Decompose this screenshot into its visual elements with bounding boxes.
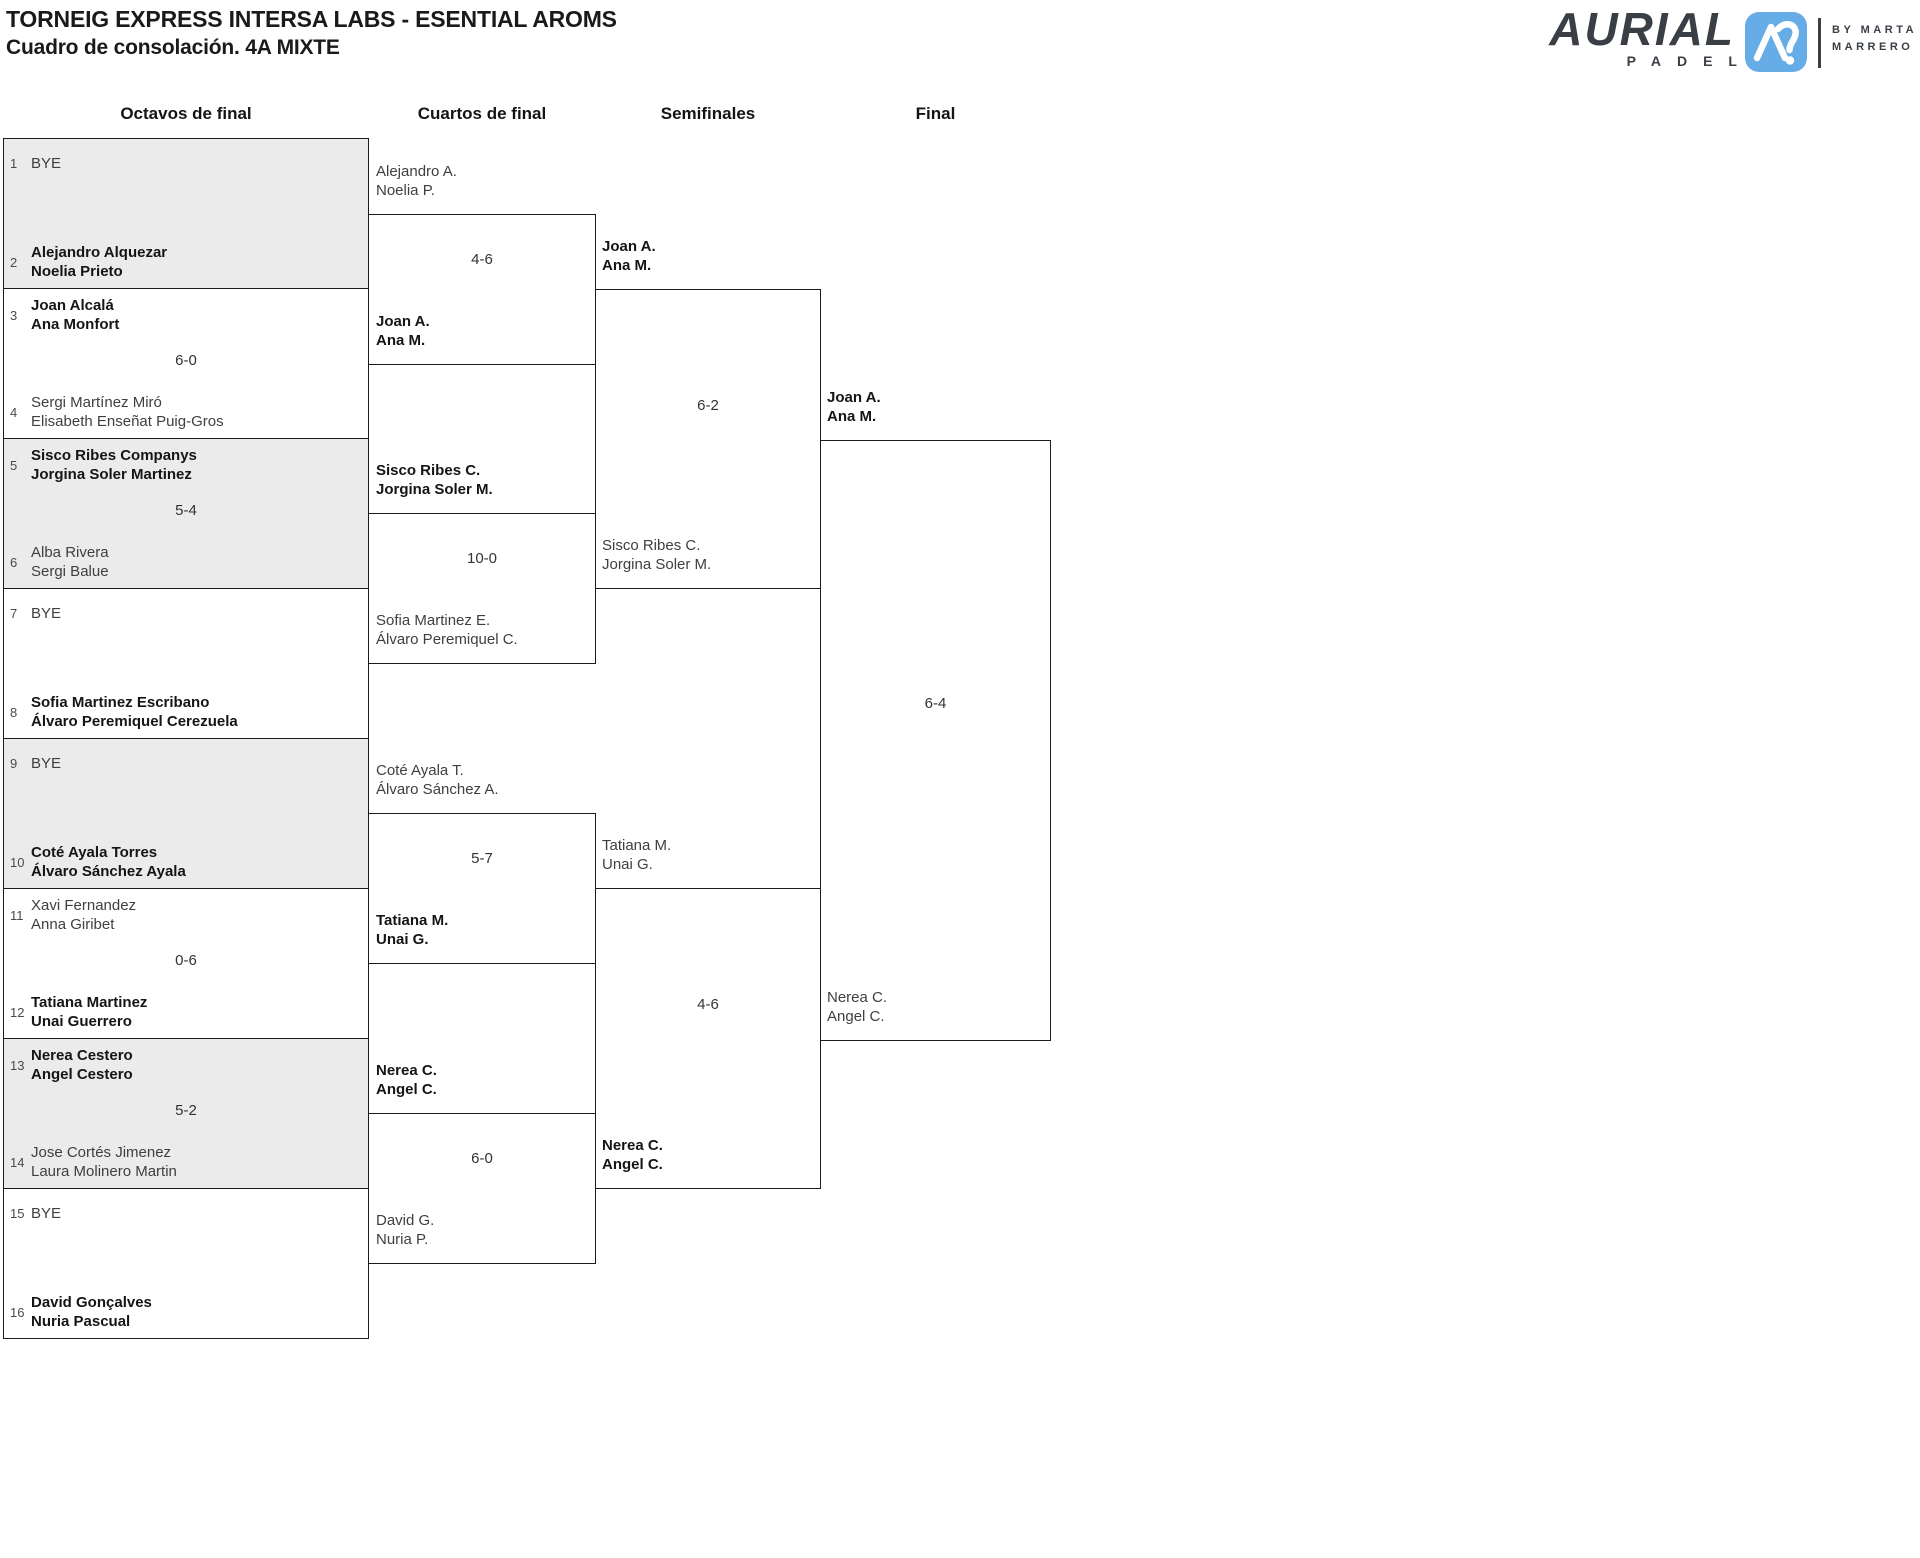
match-score: 6-0 xyxy=(471,1150,493,1167)
match-box-octavos-1 xyxy=(3,138,369,289)
seed-number: 13 xyxy=(10,1057,25,1073)
brand-sub-name: PADEL xyxy=(1626,53,1753,69)
seed-number: 14 xyxy=(10,1154,25,1170)
page-title: TORNEIG EXPRESS INTERSA LABS - ESENTIAL … xyxy=(6,6,617,32)
page-subtitle: Cuadro de consolación. 4A MIXTE xyxy=(6,36,340,59)
match-score: 4-6 xyxy=(471,251,493,268)
team-names: Joan A.Ana M. xyxy=(376,313,430,349)
seed-number: 8 xyxy=(10,704,18,720)
team-names: BYE xyxy=(31,604,62,622)
team-names: Sisco Ribes C.Jorgina Soler M. xyxy=(602,537,712,573)
seed-number: 16 xyxy=(10,1304,25,1320)
match-score: 5-4 xyxy=(175,502,197,519)
byline-line1: BY MARTA xyxy=(1832,24,1918,36)
match-score: 5-2 xyxy=(175,1102,197,1119)
team-names: Coté Ayala T.Álvaro Sánchez A. xyxy=(376,762,499,798)
match-score: 6-4 xyxy=(924,695,947,712)
bye-entry: 7 BYE xyxy=(10,602,358,624)
match-box-octavos-7 xyxy=(3,1038,369,1189)
byline-line2: MARRERO xyxy=(1832,41,1914,53)
match-score: 5-7 xyxy=(471,850,493,867)
bye-entry: 15 BYE xyxy=(10,1202,358,1224)
seed-number: 3 xyxy=(10,307,18,323)
seed-number: 10 xyxy=(10,854,25,870)
team-names: Nerea C.Angel C. xyxy=(602,1137,663,1173)
team-names: David G.Nuria P. xyxy=(376,1212,435,1248)
match-box-octavos-3 xyxy=(3,438,369,589)
team-names: BYE xyxy=(31,1204,62,1222)
match-box-final xyxy=(820,440,1051,1041)
team-names: Joan A.Ana M. xyxy=(602,238,656,274)
team-names: Tatiana M.Unai G. xyxy=(602,837,672,873)
match-box-octavos-5 xyxy=(3,738,369,889)
bye-entry: 9 BYE xyxy=(10,752,358,774)
match-score: 0-6 xyxy=(175,952,197,969)
match-score: 4-6 xyxy=(697,996,719,1013)
round-header-semifinales: Semifinales xyxy=(660,104,756,123)
seed-number: 6 xyxy=(10,554,18,570)
logo-divider xyxy=(1818,18,1821,68)
match-score: 10-0 xyxy=(466,550,498,567)
round-header-final: Final xyxy=(915,104,956,123)
team-names: Tatiana M.Unai G. xyxy=(376,912,449,948)
team-names: Joan A.Ana M. xyxy=(827,389,881,425)
team-names: BYE xyxy=(31,154,62,172)
seed-number: 2 xyxy=(10,254,18,270)
team-names: Nerea C.Angel C. xyxy=(376,1062,437,1098)
seed-number: 5 xyxy=(10,457,18,473)
seed-number: 7 xyxy=(10,605,18,621)
aurial-mark-icon xyxy=(1745,12,1807,72)
seed-number: 4 xyxy=(10,404,18,420)
seed-number: 9 xyxy=(10,755,18,771)
match-box-semifinal-1 xyxy=(595,289,821,589)
seed-number: 12 xyxy=(10,1004,25,1020)
seed-number: 15 xyxy=(10,1205,25,1221)
brand-name: AURIAL xyxy=(1549,3,1735,55)
seed-number: 11 xyxy=(10,907,24,923)
team-names: Alejandro A.Noelia P. xyxy=(376,163,457,199)
team-names: Nerea C.Angel C. xyxy=(827,989,888,1025)
match-score: 6-2 xyxy=(697,397,719,414)
round-header-octavos: Octavos de final xyxy=(120,104,252,123)
brand-byline: BY MARTA MARRERO xyxy=(1832,22,1917,56)
team-names: Sofia Martinez E.Álvaro Peremiquel C. xyxy=(376,612,518,648)
bye-entry: 1 BYE xyxy=(10,152,358,174)
round-header-cuartos: Cuartos de final xyxy=(417,104,547,123)
team-names: Sisco Ribes C.Jorgina Soler M. xyxy=(376,462,493,498)
match-score: 6-0 xyxy=(175,352,197,369)
seed-number: 1 xyxy=(10,155,18,171)
team-names: BYE xyxy=(31,754,62,772)
